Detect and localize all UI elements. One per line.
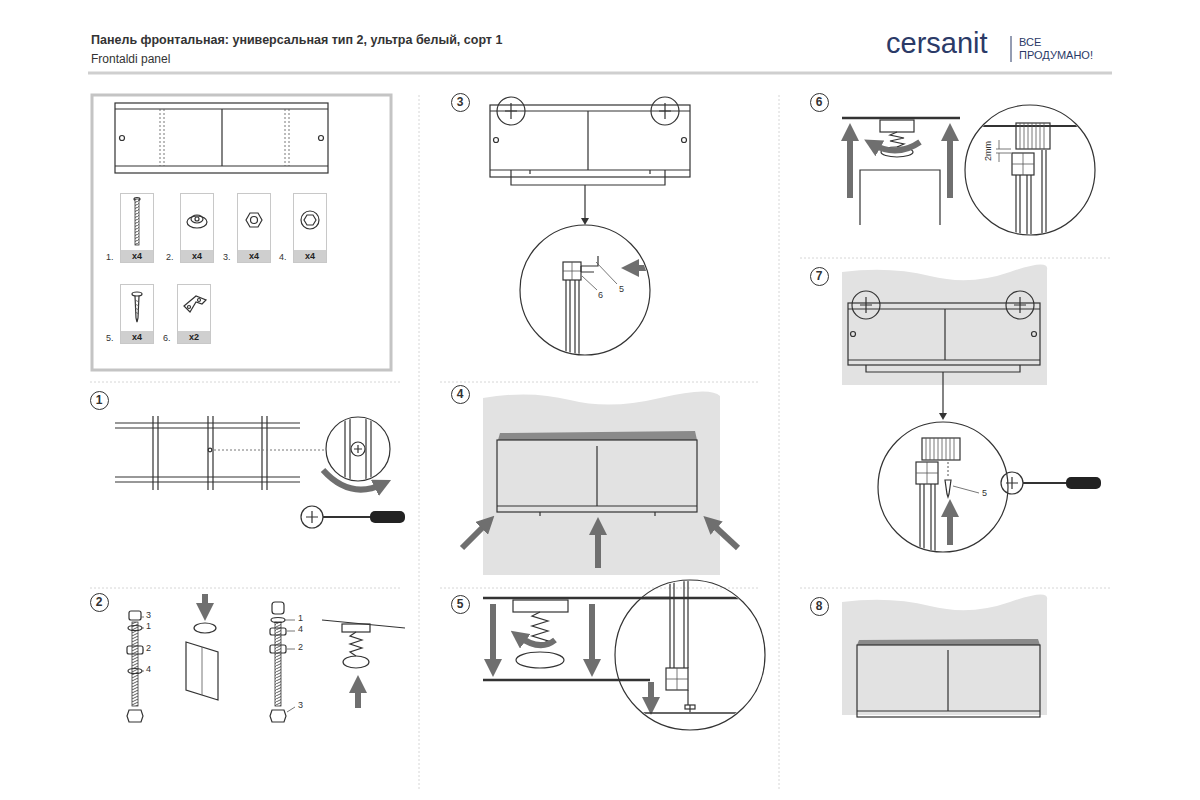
clearance-check <box>842 105 1100 240</box>
callout-number: 2 <box>298 643 303 653</box>
part-number: 5. <box>106 334 114 344</box>
part-cell: x4 3. <box>223 193 271 263</box>
part-frame: x4 <box>120 284 154 344</box>
separators <box>90 95 1110 790</box>
callout-number: 2 <box>146 644 151 654</box>
callout-number: 3 <box>146 611 151 621</box>
part-number: 4. <box>279 253 287 263</box>
part-frame: x4 <box>120 193 154 263</box>
brand-slogan: ВСЕ ПРОДУМАНО! <box>1019 36 1093 62</box>
part-cell: x4 1. <box>106 193 154 263</box>
step-label: 3 <box>457 96 464 108</box>
callout-number: 5 <box>619 285 624 295</box>
part-pictures <box>132 198 319 323</box>
logo-divider <box>1011 36 1012 62</box>
step-label: 6 <box>816 96 823 108</box>
part-cell: x4 5. <box>106 284 154 344</box>
part-frame: x4 <box>293 193 327 263</box>
quantity-strip: x4 <box>294 250 326 262</box>
subtitle: Frontaldi panel <box>91 53 170 66</box>
callout-number: 1 <box>146 622 151 632</box>
quantity-strip: x4 <box>181 250 213 262</box>
callout-number: 6 <box>598 291 603 301</box>
quantity-strip: x2 <box>178 331 210 343</box>
part-cell: x4 4. <box>279 193 327 263</box>
part-number: 1. <box>106 253 114 263</box>
step-label: 1 <box>96 394 103 406</box>
callout-number: 5 <box>982 489 987 499</box>
callout-number: 1 <box>298 614 303 624</box>
bracket-mounting <box>490 97 690 360</box>
foot-assembly <box>127 594 405 722</box>
brand-logo: cersanit <box>886 28 988 60</box>
step-number: 4 <box>451 385 470 404</box>
part-number: 3. <box>223 253 231 263</box>
part-frame: x4 <box>237 193 271 263</box>
quantity-strip: x4 <box>121 250 153 262</box>
height-adjust <box>483 580 770 730</box>
finished-panel <box>842 594 1047 717</box>
panel-install <box>462 391 738 575</box>
panel-drawing <box>115 103 328 173</box>
quantity-strip: x4 <box>238 250 270 262</box>
step-label: 8 <box>816 600 823 612</box>
step-number: 7 <box>810 267 829 286</box>
part-cell: x4 2. <box>166 193 214 263</box>
step-number: 6 <box>810 93 829 112</box>
sheet-title: Панель фронтальная: универсальная тип 2,… <box>91 34 502 48</box>
part-cell: x2 6. <box>163 284 211 344</box>
step-label: 4 <box>457 388 464 400</box>
callout-number: 4 <box>146 665 151 675</box>
dimension: 2mm <box>984 141 994 161</box>
step-number: 1 <box>90 391 109 410</box>
quantity-strip: x4 <box>121 331 153 343</box>
step-number: 3 <box>451 93 470 112</box>
part-number: 2. <box>166 253 174 263</box>
parts-frame <box>92 95 391 370</box>
step-number: 5 <box>451 595 470 614</box>
step-label: 5 <box>457 598 464 610</box>
final-fixing <box>842 264 1101 560</box>
step-number: 2 <box>90 593 109 612</box>
callout-number: 4 <box>298 625 303 635</box>
step-label: 2 <box>96 596 103 608</box>
step-label: 7 <box>816 270 823 282</box>
frame-assembly <box>115 410 405 528</box>
part-frame: x2 <box>177 284 211 344</box>
header-rule <box>88 72 1112 75</box>
callout-number: 3 <box>298 701 303 711</box>
part-number: 6. <box>163 334 171 344</box>
part-frame: x4 <box>180 193 214 263</box>
step-number: 8 <box>810 597 829 616</box>
